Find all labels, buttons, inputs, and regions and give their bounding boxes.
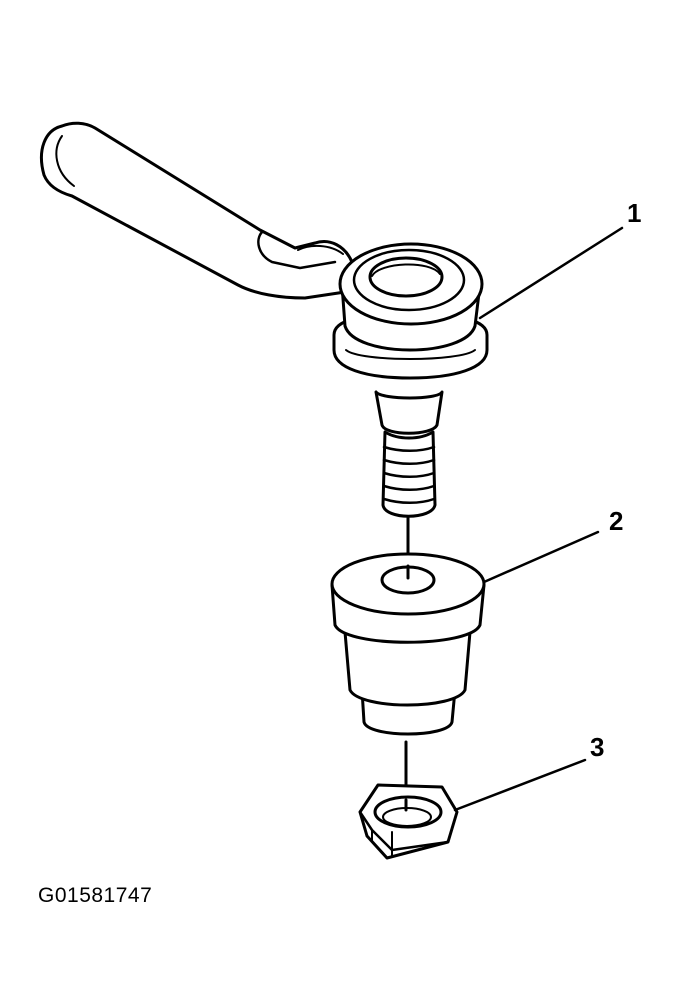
leader-line-3 xyxy=(453,758,587,812)
tie-rod-end-housing xyxy=(332,242,489,380)
bushing xyxy=(330,552,486,807)
figure-id: G01581747 xyxy=(38,884,153,907)
hex-nut xyxy=(358,783,459,860)
callout-2: 2 xyxy=(609,506,623,536)
callout-3: 3 xyxy=(590,732,604,762)
callout-1: 1 xyxy=(627,198,641,228)
leader-line-1 xyxy=(478,226,624,320)
leader-line-2 xyxy=(482,530,600,584)
tie-rod-arm xyxy=(39,121,354,300)
tie-rod-end-stud xyxy=(374,390,444,574)
